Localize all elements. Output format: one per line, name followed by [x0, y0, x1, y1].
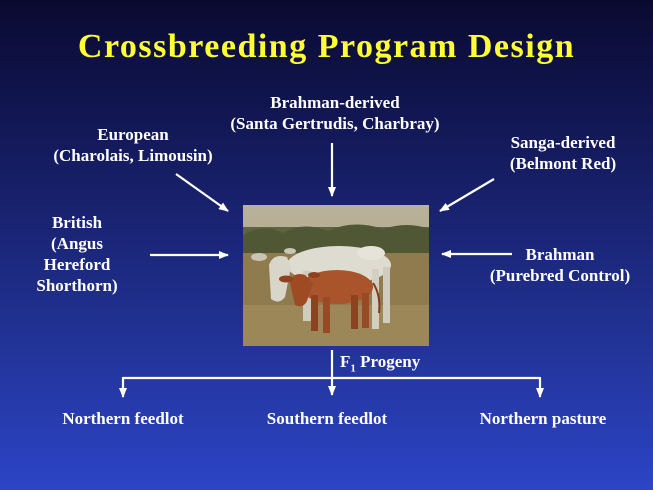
cattle-photo [243, 205, 429, 346]
f1-progeny-label: F1 Progeny [340, 352, 420, 374]
output-northern-pasture: Northern pasture [458, 408, 628, 429]
sanga-derived-arrow [440, 179, 494, 211]
european-arrow [176, 174, 228, 211]
output-southern-feedlot: Southern feedlot [247, 408, 407, 429]
output-northern-feedlot: Northern feedlot [53, 408, 193, 429]
